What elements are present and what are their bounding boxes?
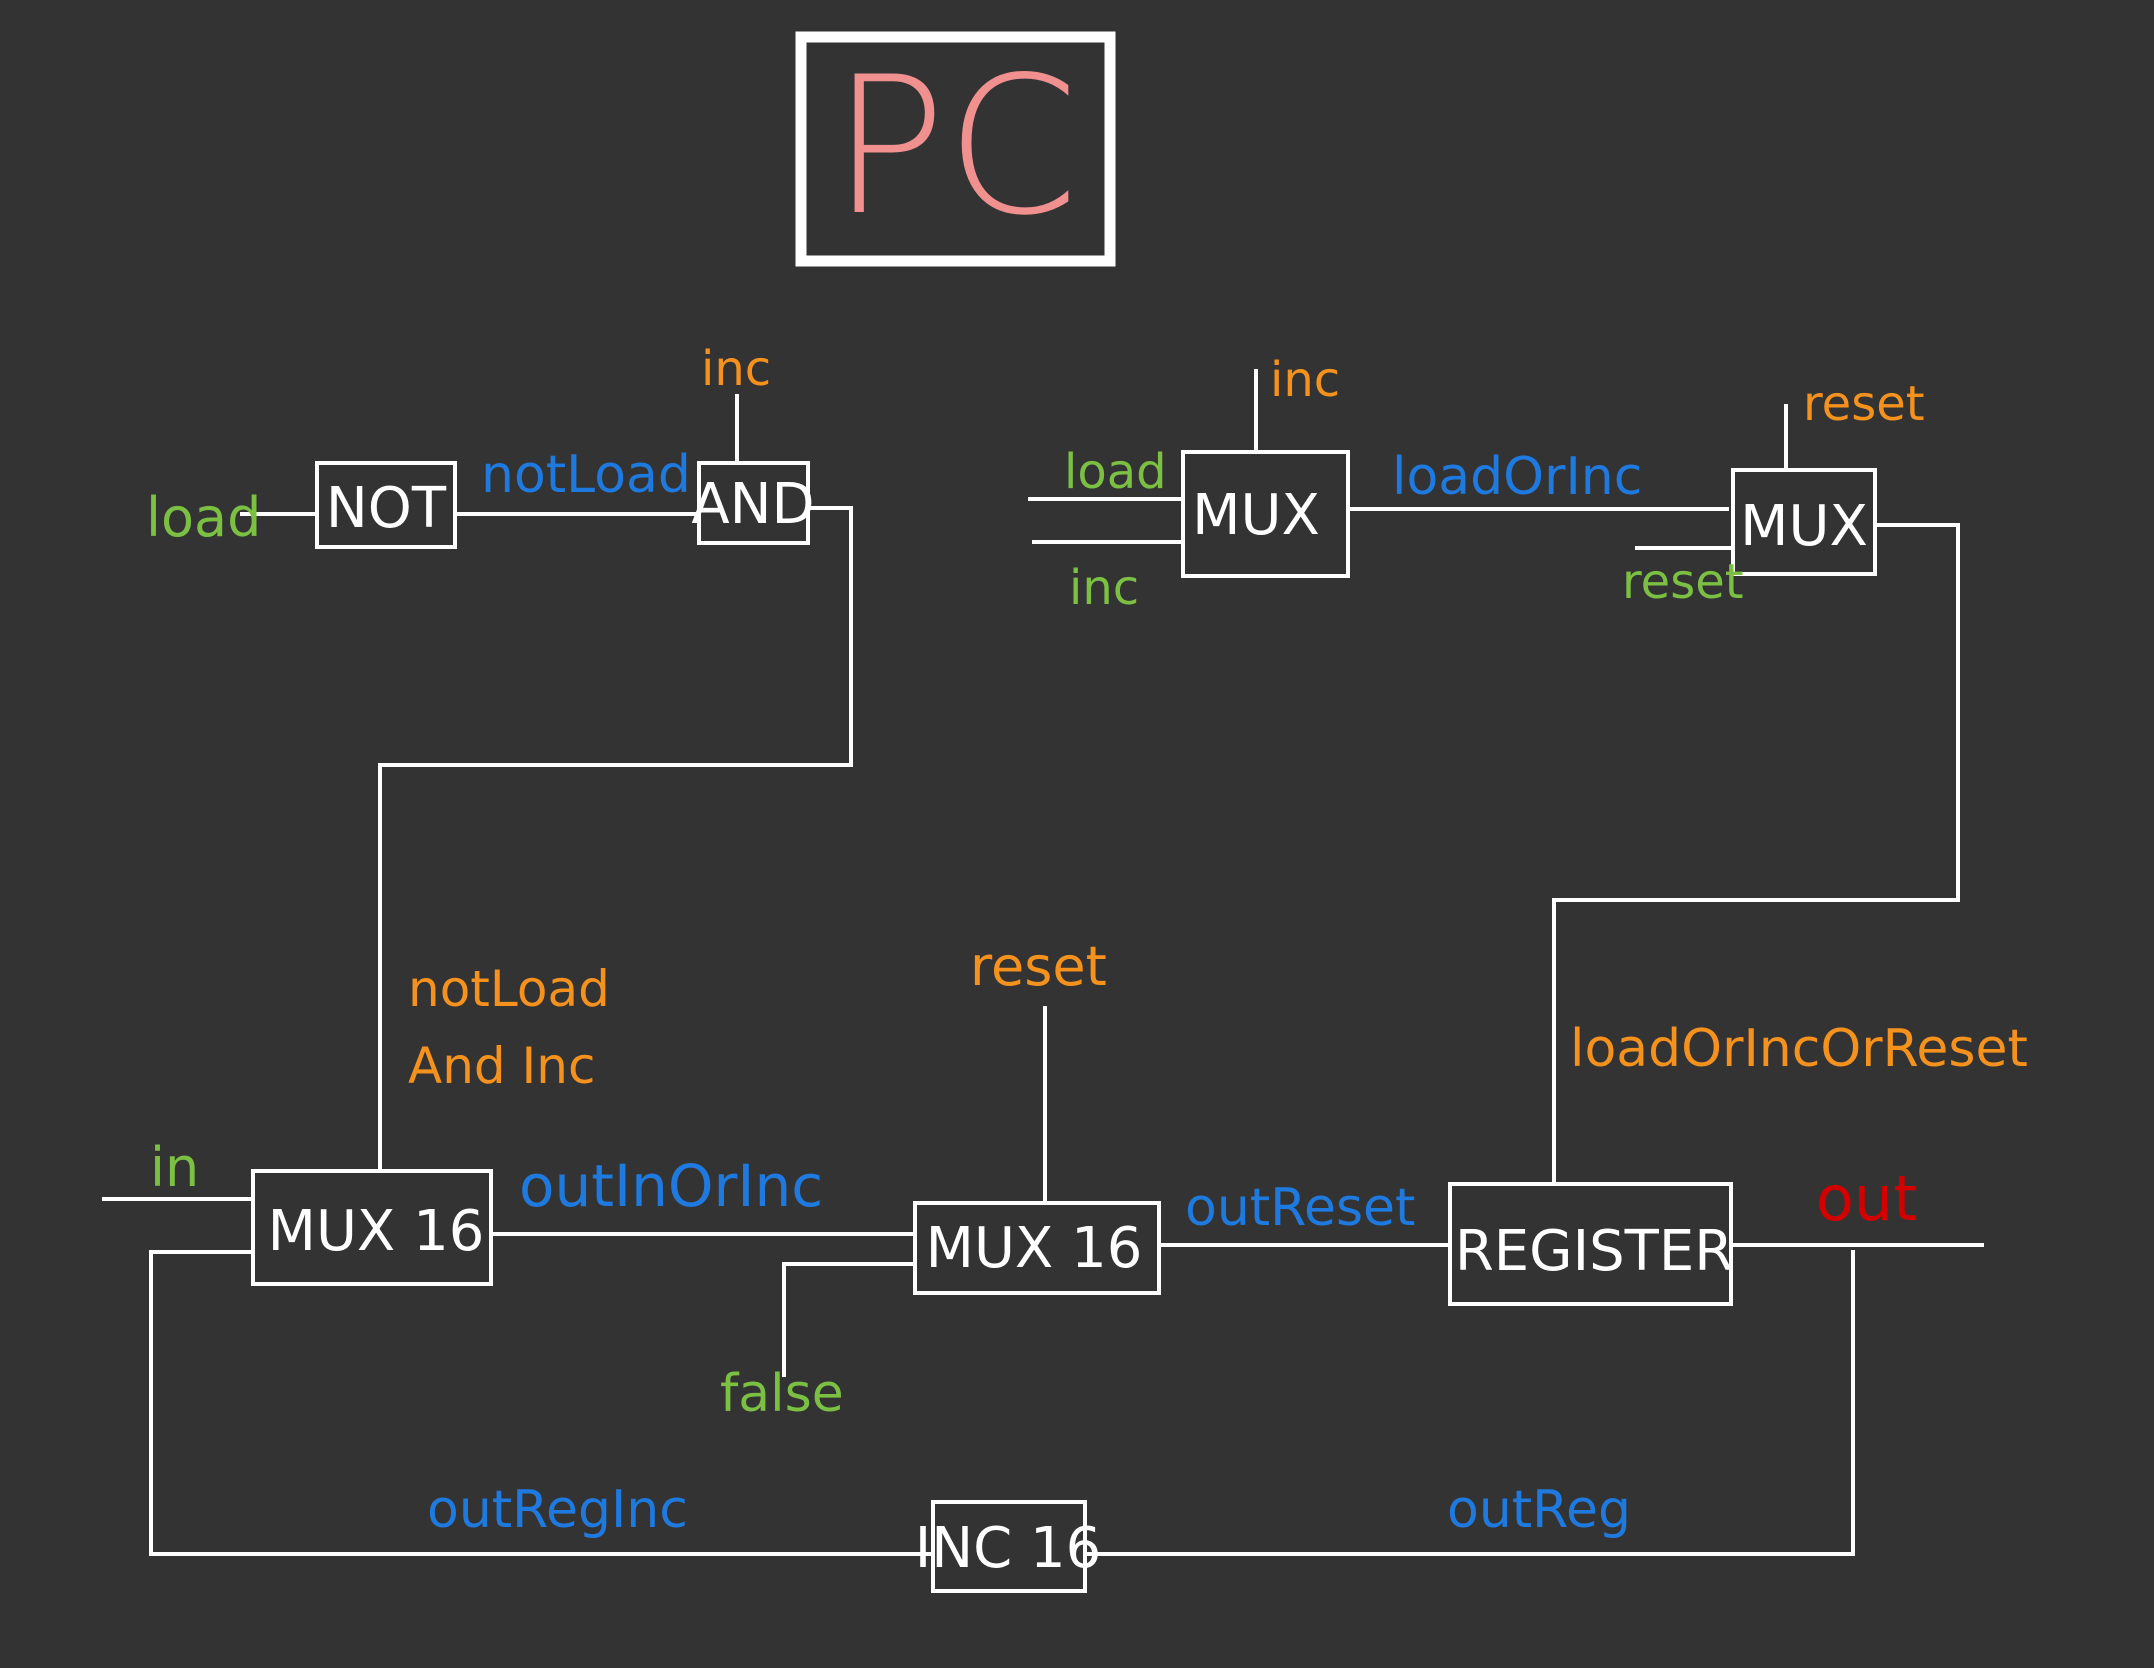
and-gate [697,461,810,545]
label-reset-mux-input: reset [1622,554,1744,610]
label-load-or-inc: loadOrInc [1392,447,1642,507]
mux16-reset-label: MUX 16 [926,1216,1143,1281]
mux-load-inc-label: MUX [1192,483,1320,548]
label-notload-and-inc-line2: And Inc [408,1037,595,1095]
wires [102,369,1984,1556]
inc16-label: INC 16 [915,1516,1102,1581]
wire-outreg [1083,1250,1855,1556]
and-gate-label: AND [691,472,814,537]
label-out: out [1816,1162,1918,1235]
label-loadorincorreset: loadOrIncOrReset [1570,1019,2028,1079]
wire-notload-and-inc [378,506,853,1173]
label-inc-mux-input: inc [1069,560,1139,616]
wire-outreginc [149,1250,935,1556]
label-inc-mux: inc [1270,352,1340,408]
mux16-in-or-inc-label: MUX 16 [268,1199,485,1264]
label-outinorinc: outInOrInc [519,1152,823,1220]
label-notload-and-inc-line1: notLoad [408,960,610,1018]
label-reset-mux-sel: reset [1803,376,1925,432]
blocks: NOT AND MUX MUX MUX 16 MUX 16 REGISTER I… [251,450,1877,1593]
mux16-reset [913,1201,1161,1295]
signal-labels: load notLoad inc inc load inc loadOrInc … [146,341,2028,1540]
wire-false [782,1262,917,1377]
title-group: PC [795,31,1116,267]
not-gate-label: NOT [326,476,447,541]
label-outreginc: outRegInc [427,1480,688,1540]
label-load-not: load [146,486,261,549]
mux16-in-or-inc [251,1169,493,1286]
mux-reset-label: MUX [1740,494,1868,559]
label-load-mux: load [1064,444,1167,500]
mux-load-inc [1181,450,1350,578]
label-in: in [150,1136,199,1199]
label-outreset: outReset [1185,1178,1415,1238]
inc16 [931,1500,1087,1593]
label-notload: notLoad [481,445,691,505]
label-outreg: outReg [1447,1480,1631,1540]
not-gate [315,461,457,549]
diagram-title: PC [831,36,1078,257]
wire-loadorincorreset [1552,523,1960,1186]
register [1448,1182,1733,1306]
title-frame [795,31,1116,267]
label-inc-and: inc [701,341,771,397]
mux-reset [1731,468,1877,576]
label-reset-mux16: reset [970,935,1107,998]
register-label: REGISTER [1455,1219,1733,1284]
label-false: false [720,1364,844,1424]
